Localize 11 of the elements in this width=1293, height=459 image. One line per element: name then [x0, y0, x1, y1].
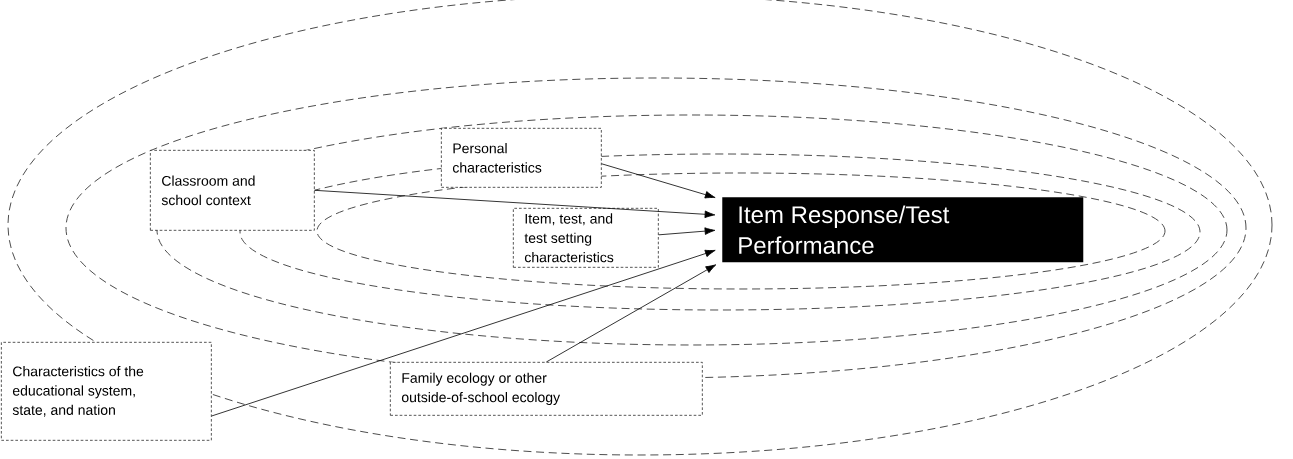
arrow [601, 163, 716, 199]
outcome-box: Item Response/Test Performance [722, 197, 1084, 263]
factor-box: Family ecology or other outside-of-school ecology [390, 362, 703, 416]
factor-box: Personal characteristics [441, 128, 602, 188]
arrow [658, 227, 716, 236]
factor-box: Item, test, and test setting characteristics [513, 208, 659, 268]
factor-box: Characteristics of the educational system, state, and nation [1, 342, 212, 441]
factor-box: Classroom and school context [150, 150, 315, 231]
arrow [545, 264, 717, 363]
arrow [314, 189, 716, 219]
arrow [211, 249, 716, 417]
